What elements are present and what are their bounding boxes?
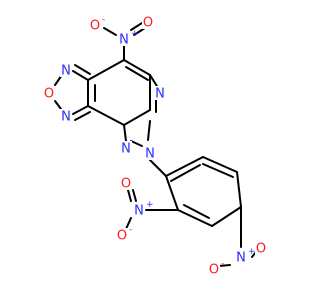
- atom-background: [43, 86, 55, 100]
- bond: [218, 264, 231, 267]
- atom-background: [118, 32, 130, 46]
- atom-background: [235, 250, 247, 264]
- atom-background: [89, 18, 101, 32]
- bond: [132, 189, 137, 202]
- atom-n: N: [119, 33, 129, 48]
- atom-n: N: [61, 64, 71, 79]
- bond: [125, 217, 132, 230]
- atom-background: [255, 241, 267, 255]
- atom-background: [133, 203, 145, 217]
- atom-charge: +: [146, 200, 154, 210]
- atom-background: [208, 262, 220, 276]
- bond: [170, 164, 201, 182]
- atom-o: O: [121, 177, 131, 192]
- bond: [130, 22, 143, 31]
- atom-n: N: [61, 110, 71, 125]
- atom-n: N: [145, 147, 155, 162]
- atom-charge: -: [129, 225, 132, 235]
- bond: [87, 59, 125, 81]
- bond: [183, 204, 210, 219]
- atom-o: O: [143, 16, 153, 31]
- atom-n: N: [121, 142, 131, 157]
- bond: [123, 109, 151, 126]
- atom-background: [120, 176, 132, 190]
- atom-n: N: [236, 251, 246, 266]
- bond: [127, 189, 132, 202]
- bond: [103, 27, 117, 36]
- atom-background: [144, 146, 156, 160]
- bond: [87, 105, 125, 126]
- bond: [125, 66, 149, 81]
- bond: [123, 124, 127, 142]
- atom-background: [60, 63, 72, 77]
- atom-o: O: [44, 87, 54, 102]
- atom-n: N: [134, 204, 144, 219]
- atom-background: [142, 15, 154, 29]
- bond: [72, 105, 89, 115]
- atom-background: [120, 141, 132, 155]
- bond: [177, 209, 213, 227]
- bond: [202, 163, 234, 178]
- atom-n: N: [155, 87, 165, 102]
- bond: [123, 59, 151, 76]
- atom-background: [154, 86, 166, 100]
- bond: [130, 140, 143, 147]
- bond: [236, 171, 242, 208]
- atom-o: O: [209, 263, 219, 278]
- bond: [202, 156, 238, 173]
- bond: [133, 27, 146, 36]
- bond: [211, 206, 242, 227]
- bond: [74, 64, 91, 75]
- atom-charge: +: [131, 29, 139, 39]
- bonds: [54, 22, 257, 267]
- atom-o: O: [256, 242, 266, 257]
- bond: [74, 111, 91, 121]
- bond: [165, 175, 179, 211]
- bond: [149, 159, 167, 177]
- bond: [165, 156, 204, 177]
- atom-background: [116, 228, 128, 242]
- atom-o: O: [117, 229, 127, 244]
- atom-charge: -: [221, 259, 224, 269]
- atom-charge: -: [102, 15, 105, 25]
- bond: [72, 70, 89, 81]
- atom-charge: +: [248, 247, 256, 257]
- atom-background: [60, 109, 72, 123]
- bond: [147, 120, 151, 141]
- atom-o: O: [90, 19, 100, 34]
